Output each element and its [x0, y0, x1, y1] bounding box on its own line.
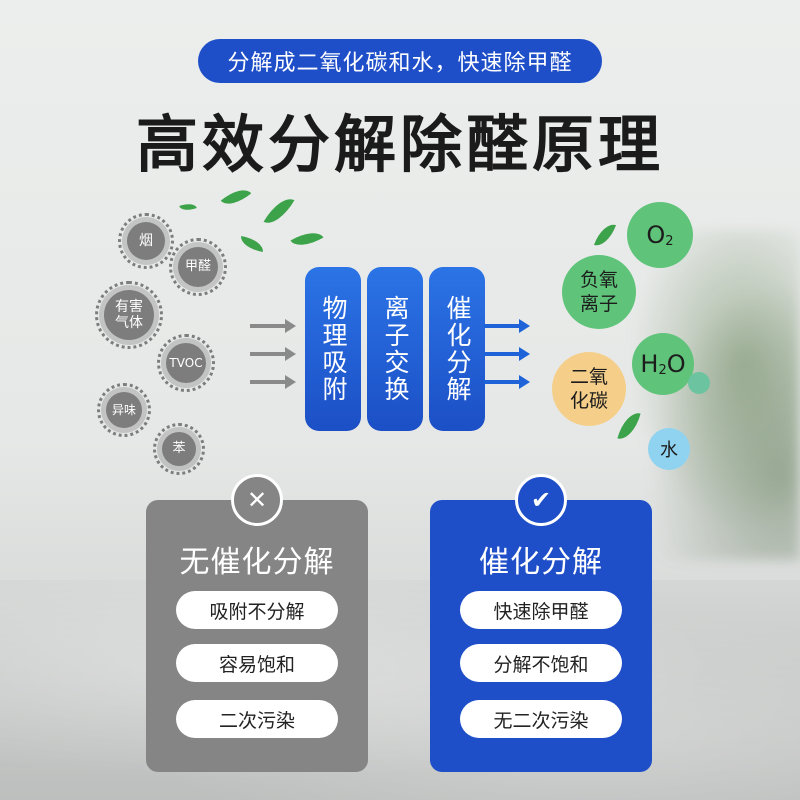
bubble-decoration	[688, 372, 710, 394]
card-with-catalysis: 催化分解 快速除甲醛 分解不饱和 无二次污染	[430, 500, 652, 772]
arrow-right-icon	[484, 319, 530, 333]
leaf-icon	[179, 200, 197, 214]
leaf-icon	[290, 225, 324, 253]
list-item: 分解不饱和	[460, 644, 622, 682]
page-title: 高效分解除醛原理	[135, 108, 664, 181]
list-item: 吸附不分解	[176, 591, 338, 629]
subtitle-pill: 分解成二氧化碳和水，快速除甲醛	[198, 39, 602, 83]
leaf-icon	[239, 236, 265, 252]
arrow-right-icon	[250, 347, 296, 361]
process-physical-adsorption: 物理吸附	[305, 267, 361, 431]
card-title: 催化分解	[479, 545, 603, 580]
list-item: 二次污染	[176, 700, 338, 738]
card-title: 无催化分解	[179, 545, 335, 580]
arrow-right-icon	[484, 375, 530, 389]
arrow-right-icon	[250, 375, 296, 389]
product-carbon-dioxide: 二氧 化碳	[552, 352, 626, 426]
arrow-right-icon	[484, 347, 530, 361]
pollutant-benzene: 苯	[153, 423, 205, 475]
pollutant-smoke: 烟	[118, 213, 174, 269]
process-catalytic-decomposition: 催化分解	[429, 267, 485, 431]
list-item: 容易饱和	[176, 644, 338, 682]
pollutant-harmful-gas: 有害 气体	[95, 281, 163, 349]
pollutant-tvoc: TVOC	[157, 334, 215, 392]
arrow-right-icon	[250, 319, 296, 333]
marble-floor	[0, 580, 800, 800]
leaf-icon	[220, 182, 252, 212]
leaf-icon	[263, 192, 295, 230]
close-icon: ✕	[231, 474, 283, 526]
card-without-catalysis: 无催化分解 吸附不分解 容易饱和 二次污染	[146, 500, 368, 772]
pollutant-formaldehyde: 甲醛	[169, 238, 227, 296]
list-item: 无二次污染	[460, 700, 622, 738]
pollutant-odor: 异味	[97, 383, 151, 437]
process-ion-exchange: 离子交换	[367, 267, 423, 431]
product-negative-ion: 负氧 离子	[562, 255, 636, 329]
list-item: 快速除甲醛	[460, 591, 622, 629]
product-water-drop: 水	[648, 428, 690, 470]
check-icon: ✔	[515, 474, 567, 526]
